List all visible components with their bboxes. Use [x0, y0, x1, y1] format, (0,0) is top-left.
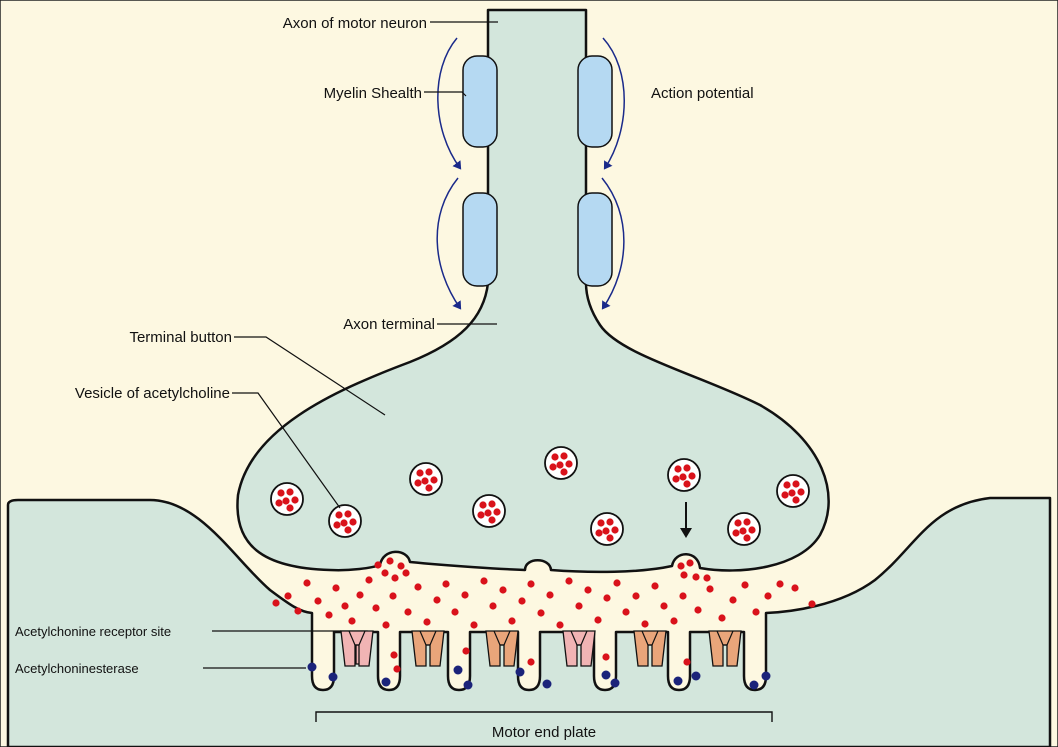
- vesicle: [591, 513, 623, 545]
- label-vesicle-of-acetylcholine: Vesicle of acetylcholine: [75, 385, 230, 402]
- vesicle: [410, 463, 442, 495]
- vesicle: [473, 495, 505, 527]
- label-myelin-sheath: Myelin Shealth: [324, 85, 422, 102]
- vesicle: [545, 447, 577, 479]
- vesicle: [271, 483, 303, 515]
- label-terminal-button: Terminal button: [129, 329, 232, 346]
- vesicle: [329, 505, 361, 537]
- vesicle: [668, 459, 700, 491]
- myelin-sheath-right-upper: [578, 56, 612, 147]
- myelin-sheath-left-lower: [463, 193, 497, 286]
- label-motor-end-plate: Motor end plate: [492, 724, 596, 741]
- label-action-potential: Action potential: [651, 85, 754, 102]
- vesicle: [728, 513, 760, 545]
- myelin-sheath-left-upper: [463, 56, 497, 147]
- label-axon-of-motor-neuron: Axon of motor neuron: [283, 15, 427, 32]
- vesicle: [777, 475, 809, 507]
- label-acetylcholinesterase: Acetylchoninesterase: [15, 661, 139, 676]
- label-axon-terminal: Axon terminal: [343, 316, 435, 333]
- label-receptor-site: Acetylchonine receptor site: [15, 624, 171, 639]
- myelin-sheath-right-lower: [578, 193, 612, 286]
